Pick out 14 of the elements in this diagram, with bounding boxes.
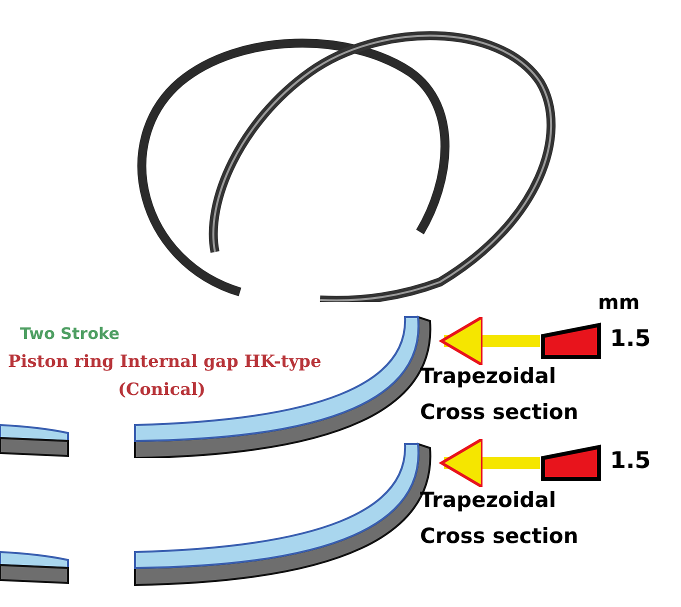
subheading: (Conical) [118,380,206,400]
description-label: Trapezoidal [420,488,556,512]
dimension-value: 1.5 [610,326,651,352]
arrow [440,438,540,488]
heading: Two Stroke [20,324,120,343]
description-label: Cross section [420,524,578,548]
arrow [440,316,540,366]
subheading: Piston ring Internal gap HK-type [8,352,322,372]
dimension-value: 1.5 [610,448,651,474]
description-label: Trapezoidal [420,364,556,388]
trapezoid-shape [540,444,602,482]
trapezoid-shape [540,322,602,360]
description-label: Cross section [420,400,578,424]
unit-label: mm [598,290,640,314]
